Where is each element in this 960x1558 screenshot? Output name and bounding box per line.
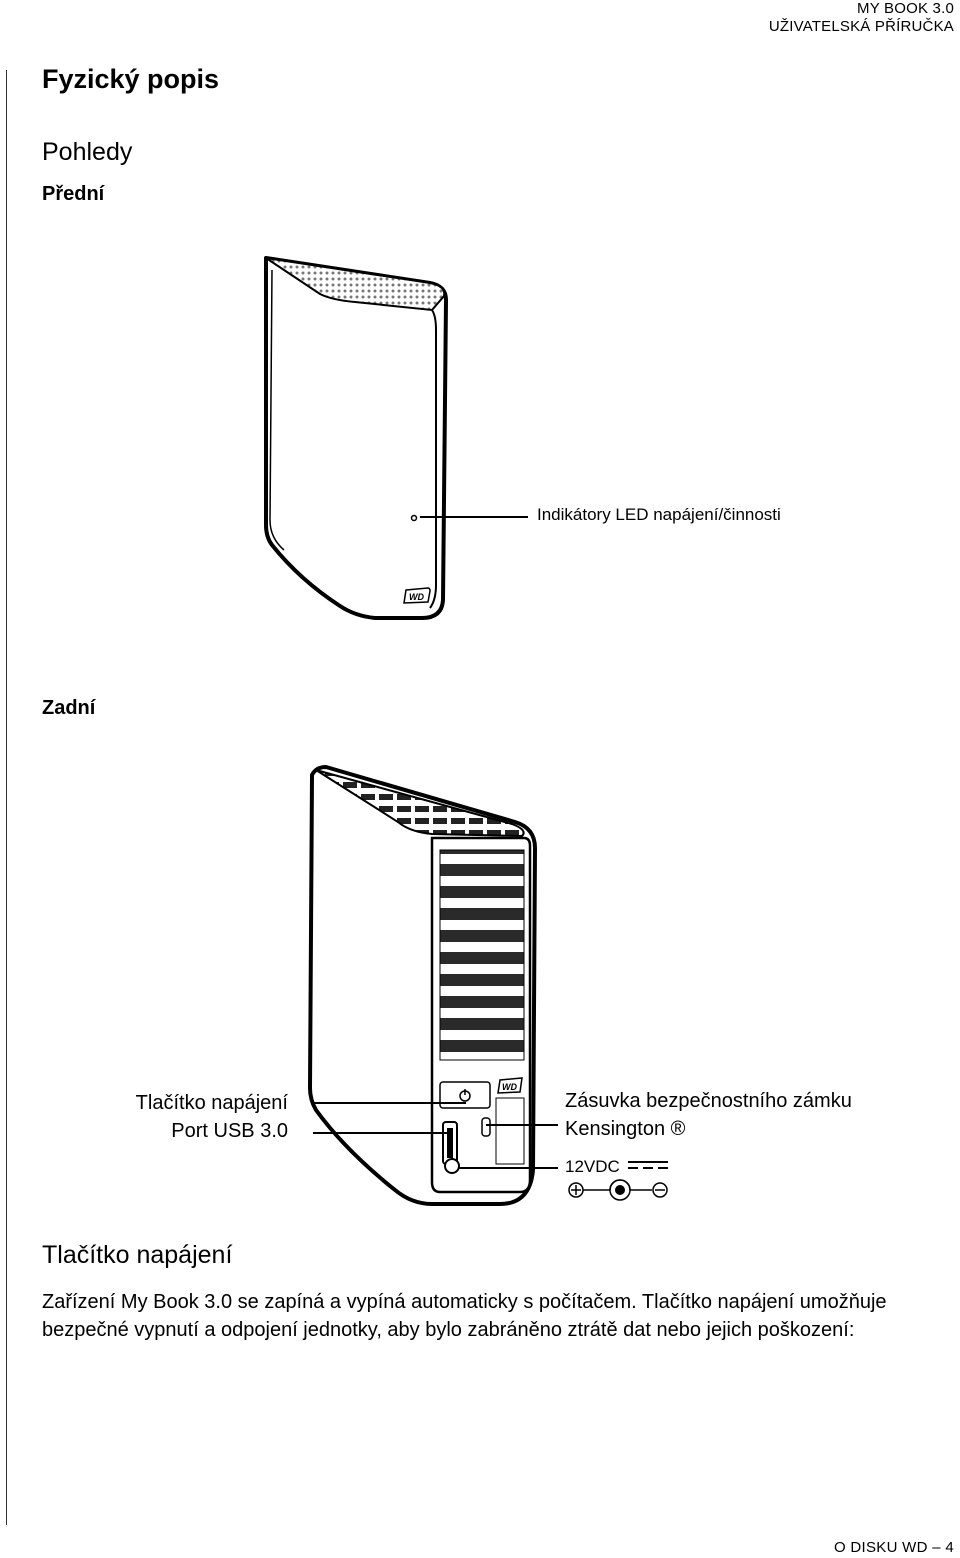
page-footer: O DISKU WD – 4 bbox=[833, 1539, 954, 1556]
lock-icon bbox=[481, 1117, 491, 1137]
dc-symbol-icon bbox=[628, 1161, 668, 1169]
lock-label-line2: Kensington ® bbox=[565, 1118, 686, 1140]
svg-text:WD: WD bbox=[409, 592, 424, 602]
front-heading: Přední bbox=[42, 183, 105, 205]
usb-port-label: Port USB 3.0 bbox=[171, 1120, 288, 1142]
back-heading: Zadní bbox=[42, 697, 96, 719]
views-heading: Pohledy bbox=[42, 138, 133, 166]
minus-icon bbox=[652, 1182, 668, 1198]
led-indicator-icon bbox=[410, 514, 418, 522]
wd-logo-icon: WD bbox=[403, 587, 431, 604]
power-section-heading: Tlačítko napájení bbox=[42, 1241, 233, 1269]
svg-text:WD: WD bbox=[502, 1082, 517, 1092]
section-title: Fyzický popis bbox=[42, 64, 220, 94]
lock-label-line1: Zásuvka bezpečnostního zámku bbox=[565, 1090, 852, 1112]
led-label: Indikátory LED napájení/činnosti bbox=[537, 505, 781, 524]
back-view-illustration: WD bbox=[308, 765, 668, 1206]
header-manual: UŽIVATELSKÁ PŘÍRUČKA bbox=[768, 18, 954, 35]
running-header: MY BOOK 3.0 UŽIVATELSKÁ PŘÍRUČKA bbox=[769, 0, 954, 36]
header-product: MY BOOK 3.0 bbox=[857, 0, 954, 17]
usb-icon bbox=[442, 1121, 458, 1165]
margin-rule bbox=[6, 70, 7, 1525]
front-view-illustration: WD bbox=[264, 256, 528, 620]
power-button-label: Tlačítko napájení bbox=[135, 1092, 288, 1114]
power-icon bbox=[459, 1089, 471, 1102]
power-section-paragraph: Zařízení My Book 3.0 se zapíná a vypíná … bbox=[42, 1291, 887, 1341]
wd-logo-icon: WD bbox=[497, 1077, 523, 1094]
dc-jack bbox=[444, 1158, 460, 1174]
power-input-label: 12VDC bbox=[565, 1157, 620, 1176]
plus-icon bbox=[568, 1182, 584, 1198]
